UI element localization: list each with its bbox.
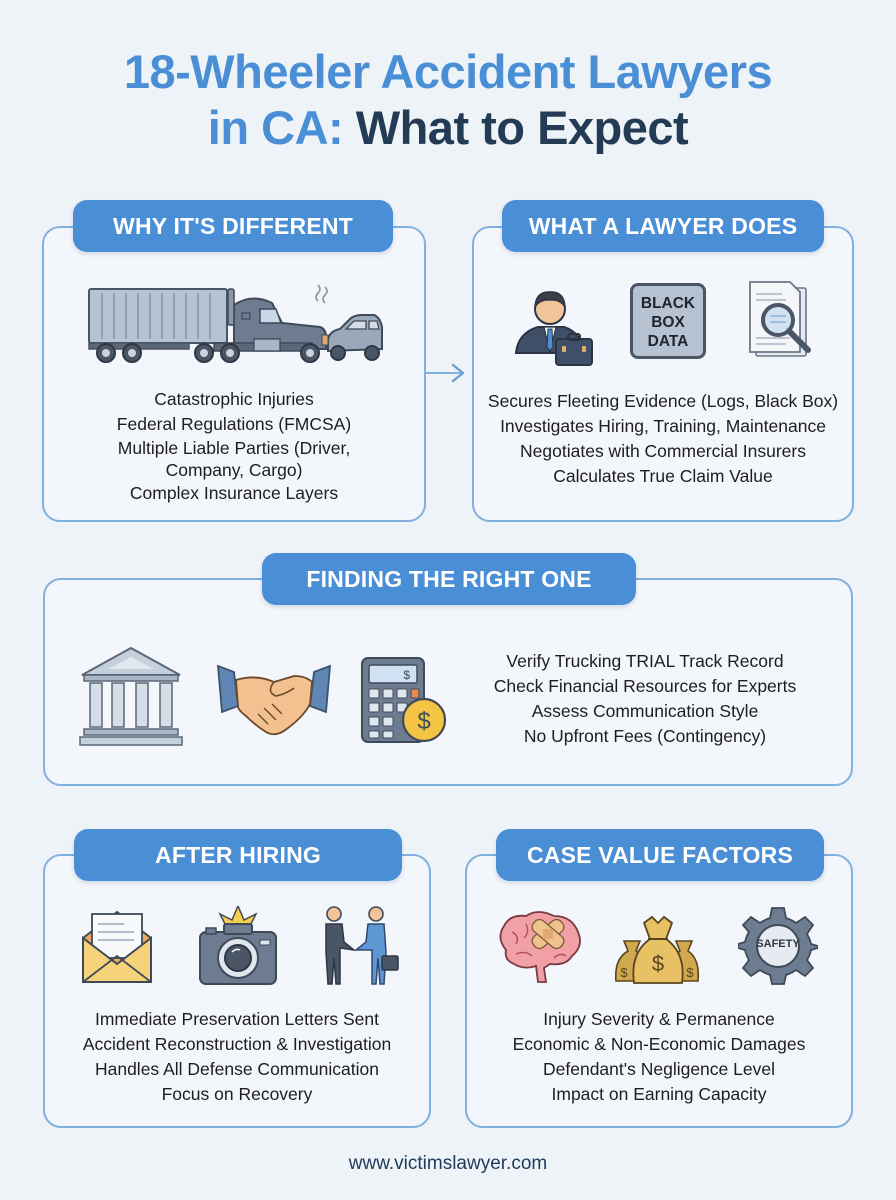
document-magnifier-icon (749, 281, 811, 357)
why-different-panel (42, 226, 426, 522)
calculator-dollar-icon: $ $ (361, 657, 447, 743)
after-hiring-list: Immediate Preservation Letters Sent Acci… (45, 1007, 429, 1107)
safety-label: SAFETY (756, 938, 800, 950)
camera-flash-icon (199, 906, 277, 985)
lawyer-briefcase-icon (514, 291, 593, 366)
page-title: 18-Wheeler Accident Lawyers in CA: What … (0, 44, 896, 156)
black-box-label-line: BLACK (640, 295, 696, 312)
case-value-panel (465, 854, 853, 1128)
list-item: Secures Fleeting Evidence (Logs, Black B… (487, 391, 839, 411)
why-different-heading: WHY IT'S DIFFERENT (73, 200, 393, 252)
black-box-label-line: DATA (647, 333, 689, 350)
list-item: Economic & Non-Economic Damages (512, 1034, 806, 1054)
lawyer-does-list: Secures Fleeting Evidence (Logs, Black B… (474, 389, 852, 489)
svg-text:$: $ (403, 668, 410, 682)
footer-url[interactable]: www.victimslawyer.com (348, 1153, 548, 1174)
list-item: Assess Communication Style (531, 701, 759, 721)
list-item: Calculates True Claim Value (553, 466, 773, 486)
list-item: No Upfront Fees (Contingency) (523, 726, 767, 746)
list-item: Accident Reconstruction & Investigation (82, 1034, 392, 1054)
list-item: Negotiates with Commercial Insurers (520, 441, 806, 461)
svg-text:$: $ (620, 965, 628, 980)
title-line-2-blue: in CA: (207, 101, 344, 154)
after-hiring-heading: AFTER HIRING (74, 829, 402, 881)
finding-list: Verify Trucking TRIAL Track Record Check… (470, 649, 820, 749)
list-item: Multiple Liable Parties (Driver, (117, 438, 351, 458)
after-hiring-panel (43, 854, 431, 1128)
list-item: Company, Cargo) (165, 460, 303, 480)
case-value-list: Injury Severity & Permanence Economic & … (467, 1007, 851, 1107)
envelope-letter-icon (82, 910, 152, 983)
lawyer-does-panel (472, 226, 854, 522)
list-item: Handles All Defense Communication (94, 1059, 380, 1079)
list-item: Catastrophic Injuries (154, 389, 314, 409)
list-item: Verify Trucking TRIAL Track Record (506, 651, 784, 671)
connector-line (424, 372, 462, 374)
black-box-label-line: BOX (651, 314, 685, 331)
list-item: Injury Severity & Permanence (543, 1009, 775, 1029)
safety-gear-icon: SAFETY (738, 906, 818, 986)
list-item: Federal Regulations (FMCSA) (116, 414, 352, 434)
svg-text:$: $ (686, 965, 694, 980)
list-item: Check Financial Resources for Experts (493, 676, 797, 696)
lawyer-does-heading: WHAT A LAWYER DOES (502, 200, 824, 252)
list-item: Complex Insurance Layers (129, 483, 339, 503)
why-different-list: Catastrophic Injuries Federal Regulation… (44, 387, 424, 506)
finding-panel (43, 578, 853, 786)
people-handshake-icon (325, 906, 399, 985)
title-line-2: in CA: What to Expect (0, 100, 896, 156)
svg-text:$: $ (652, 951, 664, 976)
courthouse-icon (79, 646, 183, 746)
finding-heading: FINDING THE RIGHT ONE (262, 553, 636, 605)
brain-bandage-icon (499, 911, 581, 983)
title-line-1: 18-Wheeler Accident Lawyers (123, 45, 773, 98)
list-item: Impact on Earning Capacity (551, 1084, 767, 1104)
list-item: Focus on Recovery (161, 1084, 313, 1104)
black-box-data-icon: BLACK BOX DATA (630, 283, 706, 359)
case-value-heading: CASE VALUE FACTORS (496, 829, 824, 881)
list-item: Investigates Hiring, Training, Maintenan… (500, 416, 826, 436)
title-line-2-dark: What to Expect (355, 101, 689, 154)
arrow-right-icon (451, 363, 465, 383)
list-item: Defendant's Negligence Level (543, 1059, 775, 1079)
money-bags-icon: $ $ $ (614, 915, 700, 984)
list-item: Immediate Preservation Letters Sent (94, 1009, 380, 1029)
truck-car-collision-icon (88, 284, 383, 363)
handshake-icon (216, 664, 332, 736)
svg-text:$: $ (417, 708, 430, 735)
